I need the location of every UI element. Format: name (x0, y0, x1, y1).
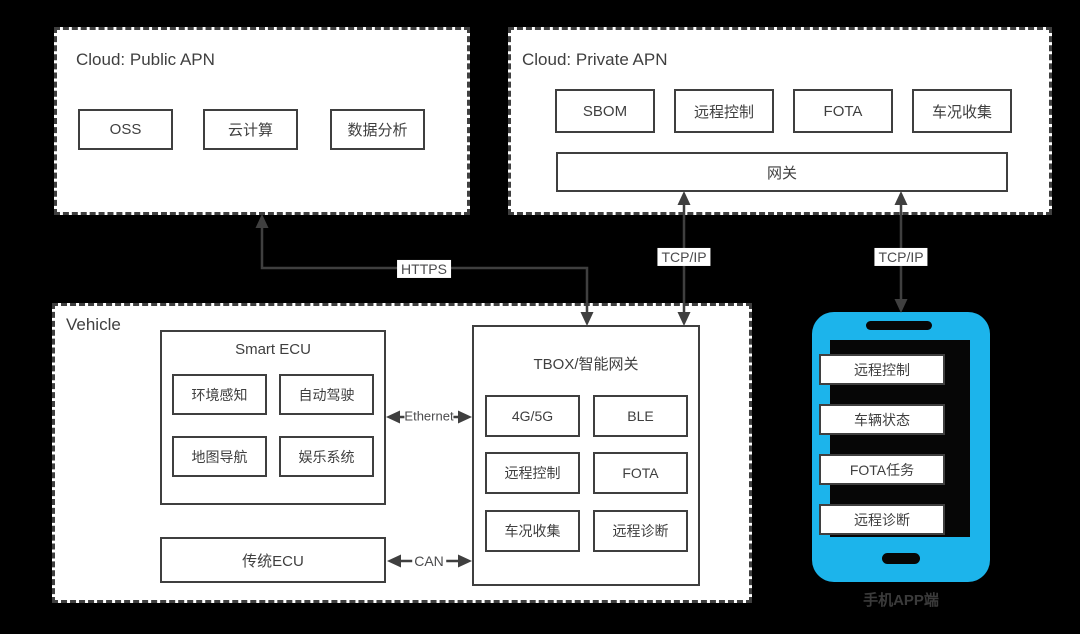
node-gateway: 网关 (556, 152, 1008, 192)
phone-item-fota-task: FOTA任务 (819, 454, 945, 485)
node-remote-control-tbox: 远程控制 (485, 452, 580, 494)
phone-item-remote-diagnosis: 远程诊断 (819, 504, 945, 535)
node-environment-sensing: 环境感知 (172, 374, 267, 415)
node-map-navigation: 地图导航 (172, 436, 267, 477)
node-remote-control-cloud: 远程控制 (674, 89, 774, 133)
phone-item-vehicle-status: 车辆状态 (819, 404, 945, 435)
node-autonomous-driving: 自动驾驶 (279, 374, 374, 415)
node-fota-tbox: FOTA (593, 452, 688, 494)
phone-caption: 手机APP端 (863, 592, 939, 609)
phone-item-remote-control: 远程控制 (819, 354, 945, 385)
smart-ecu-title: Smart ECU (235, 341, 311, 358)
tbox-title: TBOX/智能网关 (533, 356, 639, 373)
phone-illustration: 远程控制 车辆状态 FOTA任务 远程诊断 (812, 312, 990, 582)
phone-speaker (866, 321, 932, 330)
node-vehicle-condition-tbox: 车况收集 (485, 510, 580, 552)
node-cloud-computing: 云计算 (203, 109, 298, 150)
node-sbom: SBOM (555, 89, 655, 133)
can-label: CAN (412, 551, 446, 571)
node-ble: BLE (593, 395, 688, 437)
tcpip-right-arrowhead-down (894, 299, 908, 313)
node-vehicle-condition-cloud: 车况收集 (912, 89, 1012, 133)
https-label: HTTPS (397, 259, 451, 279)
node-data-analysis: 数据分析 (330, 109, 425, 150)
tcpip-right-label: TCP/IP (874, 247, 928, 267)
node-remote-diagnosis-tbox: 远程诊断 (593, 510, 688, 552)
ethernet-label: Ethernet (404, 408, 454, 426)
tcpip-left-label: TCP/IP (657, 247, 711, 267)
node-legacy-ecu: 传统ECU (160, 537, 386, 583)
private-apn-title: Cloud: Private APN (522, 50, 668, 69)
https-arrowhead-up (255, 214, 269, 228)
node-oss: OSS (78, 109, 173, 150)
vehicle-title: Vehicle (66, 315, 121, 334)
public-apn-title: Cloud: Public APN (76, 50, 215, 69)
node-entertainment-system: 娱乐系统 (279, 436, 374, 477)
smart-ecu-box: Smart ECU (160, 330, 386, 505)
node-4g5g: 4G/5G (485, 395, 580, 437)
node-fota-cloud: FOTA (793, 89, 893, 133)
phone-home-button (882, 553, 920, 564)
